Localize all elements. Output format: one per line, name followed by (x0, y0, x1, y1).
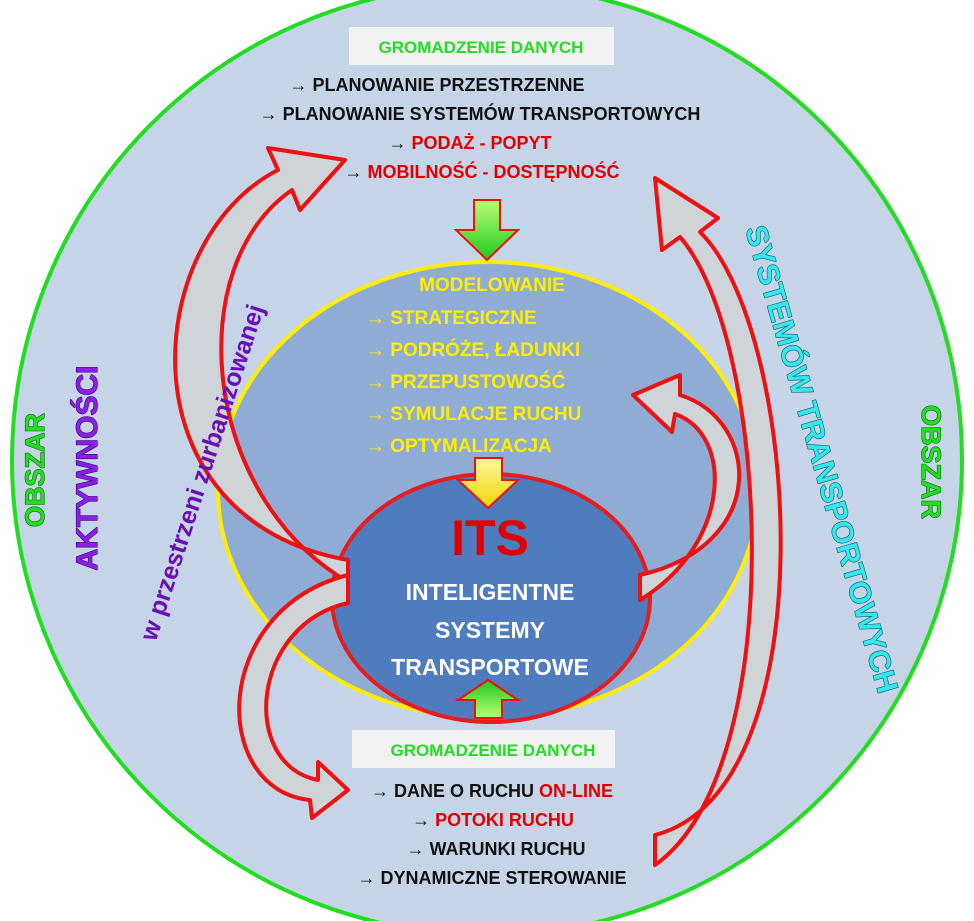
arrow-down-yellow (455, 457, 521, 510)
curved-arrow-right-inner (631, 373, 742, 602)
top-header: GROMADZENIE DANYCH (379, 38, 584, 57)
arrow-icon: → (388, 133, 411, 153)
arrow-icon: → (366, 372, 390, 393)
modelling-list: → STRATEGICZNE → PODRÓŻE, ŁADUNKI → PRZE… (366, 308, 581, 457)
top-item: → MOBILNOŚĆ - DOSTĘPNOŚĆ (344, 161, 619, 182)
modelling-item: → OPTYMALIZACJA (366, 436, 552, 457)
its-line: INTELIGENTNE (406, 579, 575, 605)
top-item: → PLANOWANIE PRZESTRZENNE (289, 75, 584, 95)
its-title: ITS (451, 510, 529, 566)
arrow-icon: → (366, 340, 390, 361)
its-subtitle: INTELIGENTNE SYSTEMY TRANSPORTOWE (391, 579, 589, 680)
modelling-header: MODELOWANIE (419, 275, 565, 296)
left-area-word2: AKTYWNOŚCI (70, 366, 104, 571)
top-list: → PLANOWANIE PRZESTRZENNE → PLANOWANIE S… (260, 75, 701, 182)
modelling-item: → PRZEPUSTOWOŚĆ (366, 371, 565, 393)
top-item: → PLANOWANIE SYSTEMÓW TRANSPORTOWYCH (260, 103, 701, 124)
bottom-item: → POTOKI RUCHU (412, 810, 574, 830)
modelling-item: → SYMULACJE RUCHU (366, 404, 581, 425)
modelling-item: → PODRÓŻE, ŁADUNKI (366, 339, 580, 361)
bottom-item: → WARUNKI RUCHU (406, 839, 585, 859)
right-area-word1: OBSZAR (916, 405, 946, 519)
bottom-item: → DANE O RUCHU ON-LINE (371, 781, 613, 801)
its-line: SYSTEMY (435, 617, 545, 643)
modelling-item: → STRATEGICZNE (366, 308, 537, 329)
arrow-icon: → (371, 781, 394, 801)
arrow-icon: → (289, 75, 312, 95)
curved-arrow-left-up (173, 146, 350, 584)
arrow-icon: → (366, 308, 390, 329)
arrow-icon: → (366, 404, 390, 425)
curved-arrow-right-up (653, 176, 783, 867)
left-area-word1: OBSZAR (20, 413, 50, 527)
arrow-icon: → (412, 810, 435, 830)
feedback-arrows (173, 146, 783, 867)
bottom-item: → DYNAMICZNE STEROWANIE (357, 868, 626, 888)
bottom-header: GROMADZENIE DANYCH (391, 741, 596, 760)
top-header-box (349, 27, 614, 65)
its-line: TRANSPORTOWE (391, 654, 589, 680)
bottom-header-box (352, 730, 615, 768)
top-item: → PODAŻ - POPYT (388, 133, 551, 153)
curved-arrow-left-down (237, 573, 350, 820)
arrow-icon: → (260, 104, 283, 124)
bottom-list: → DANE O RUCHU ON-LINE → POTOKI RUCHU → … (357, 781, 626, 888)
arrow-icon: → (406, 839, 429, 859)
arrow-icon: → (344, 162, 367, 182)
arrow-down-green (453, 199, 521, 262)
arrow-icon: → (366, 436, 390, 457)
arrow-icon: → (357, 868, 380, 888)
arrow-up-green (454, 678, 522, 719)
